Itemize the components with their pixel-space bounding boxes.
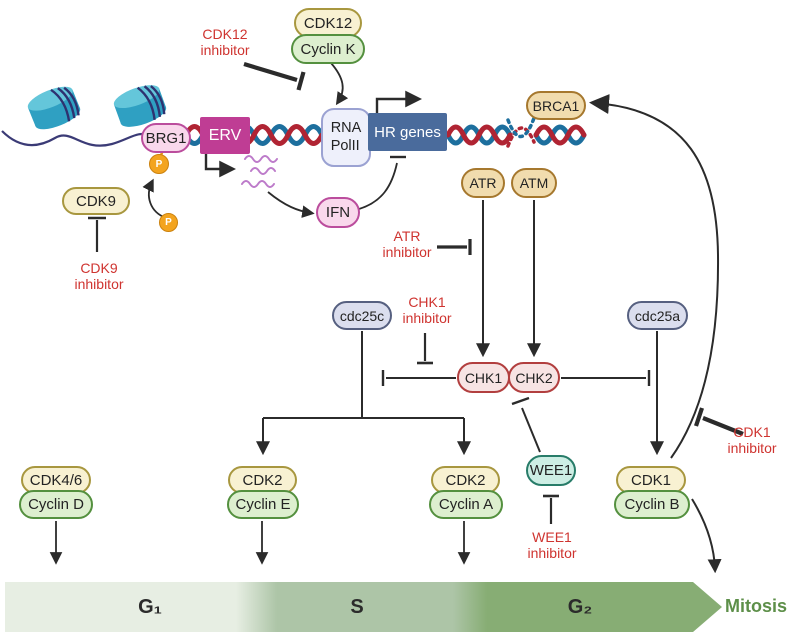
node-brg1: BRG1 <box>141 123 191 153</box>
node-ifn: IFN <box>316 197 360 228</box>
chromatin <box>1 85 167 147</box>
tbar-wee1-to-chk <box>521 407 541 453</box>
arrow-phosphate-transfer <box>142 178 167 219</box>
dna-damage-dots-icon <box>506 116 536 148</box>
tbar-cdk12-inhibitor <box>243 61 298 83</box>
nucleosome-icon <box>27 86 81 130</box>
arrow-cdk12-to-rnapol <box>330 62 349 106</box>
node-atr: ATR <box>461 168 505 198</box>
node-chk2: CHK2 <box>508 362 560 393</box>
tbar-wee1-to-chk-cap <box>511 396 530 406</box>
node-atm: ATM <box>511 168 557 198</box>
phosphate-icon: P <box>149 154 169 174</box>
node-cyclin-d: Cyclin D <box>19 490 93 519</box>
node-brca1: BRCA1 <box>526 91 586 120</box>
label-atr-inhibitor: ATR inhibitor <box>382 228 432 260</box>
tbar-cdk1-inhibitor-cap <box>694 407 704 427</box>
node-cyclin-e: Cyclin E <box>227 490 299 519</box>
tbar-cdk1-inhibitor <box>702 416 744 436</box>
rna-polii-box: RNA PolII <box>321 108 371 167</box>
tbar-cdk12-inhibitor-cap <box>296 71 306 91</box>
arrow-hr-transcription <box>375 90 423 114</box>
label-cdk12-inhibitor: CDK12 inhibitor <box>200 26 250 58</box>
label-chk1-inhibitor: CHK1 inhibitor <box>402 294 452 326</box>
node-chk1: CHK1 <box>457 362 510 393</box>
label-wee1-inhibitor: WEE1 inhibitor <box>527 529 577 561</box>
phase-g2-label: G₂ <box>567 595 593 618</box>
label-cdk1-inhibitor: CDK1 inhibitor <box>727 424 777 456</box>
node-cdc25a: cdc25a <box>627 301 688 330</box>
hr-genes-box: HR genes <box>368 113 447 151</box>
arrow-transcripts-to-ifn <box>267 191 315 218</box>
node-cdk9: CDK9 <box>62 187 130 215</box>
node-cyclin-k: Cyclin K <box>291 34 365 64</box>
phase-mitosis-label: Mitosis <box>725 596 788 616</box>
erv-gene-box: ERV <box>200 117 250 154</box>
node-wee1: WEE1 <box>526 455 576 486</box>
rna-transcripts-icon <box>241 155 278 188</box>
node-cdc25c: cdc25c <box>332 301 392 330</box>
nucleosome-icon <box>113 85 167 127</box>
node-cyclin-b: Cyclin B <box>614 490 690 519</box>
cell-cycle-phase-bar: G₁ S G₂ <box>5 582 722 632</box>
arrow-erv-transcription <box>204 154 237 178</box>
label-cdk9-inhibitor: CDK9 inhibitor <box>74 260 124 292</box>
phosphate-icon: P <box>159 213 178 232</box>
phase-s-label: S <box>350 595 364 618</box>
phase-g1-label: G₁ <box>138 595 162 618</box>
arrow-cyclinb-to-mitosis <box>691 498 722 574</box>
tbar-ifn-to-hrgenes <box>358 162 398 210</box>
arrow-cdk1-to-brca1 <box>589 94 720 459</box>
node-cyclin-a: Cyclin A <box>429 490 503 519</box>
